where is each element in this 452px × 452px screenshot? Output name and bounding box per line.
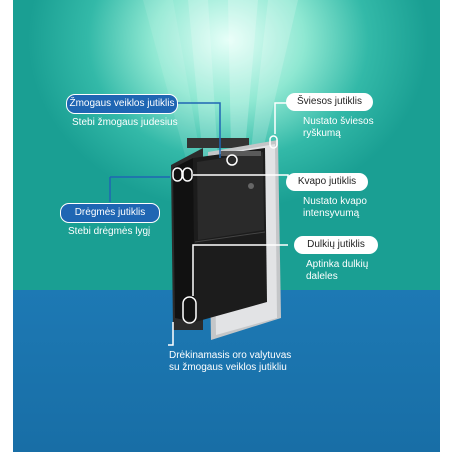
dust-sensor-marker <box>182 296 197 324</box>
dust-sensor-desc-line2: daleles <box>306 271 338 282</box>
caption-line1: Drėkinamasis oro valytuvas <box>169 350 292 361</box>
infographic: Žmogaus veiklos jutiklis Stebi žmogaus j… <box>13 0 440 452</box>
human-activity-sensor-title: Žmogaus veiklos jutiklis <box>66 94 178 114</box>
light-rays <box>143 0 298 170</box>
light-sensor-marker <box>269 135 278 149</box>
top-grille <box>187 138 249 148</box>
air-purifier-image <box>109 102 289 346</box>
humidity-sensor-title: Drėgmės jutiklis <box>60 203 160 223</box>
humidity-sensor-desc: Stebi drėgmės lygį <box>68 226 151 237</box>
light-sensor-title: Šviesos jutiklis <box>286 93 373 111</box>
dust-sensor-title: Dulkių jutiklis <box>294 236 378 254</box>
odor-sensor-marker <box>182 167 193 182</box>
human-activity-sensor-marker <box>226 154 238 166</box>
human-activity-sensor-desc: Stebi žmogaus judesius <box>72 117 178 128</box>
caption-line2: su žmogaus veiklos jutikliu <box>169 362 287 373</box>
light-sensor-desc-line1: Nustato šviesos <box>303 116 374 127</box>
logo-mark <box>248 183 254 189</box>
dust-sensor-desc-line1: Aptinka dulkių <box>306 259 369 270</box>
humidity-sensor-marker <box>172 167 183 182</box>
light-sensor-desc-line2: ryškumą <box>303 128 341 139</box>
odor-sensor-desc-line2: intensyvumą <box>303 208 360 219</box>
odor-sensor-desc-line1: Nustato kvapo <box>303 196 367 207</box>
odor-sensor-title: Kvapo jutiklis <box>286 173 368 191</box>
